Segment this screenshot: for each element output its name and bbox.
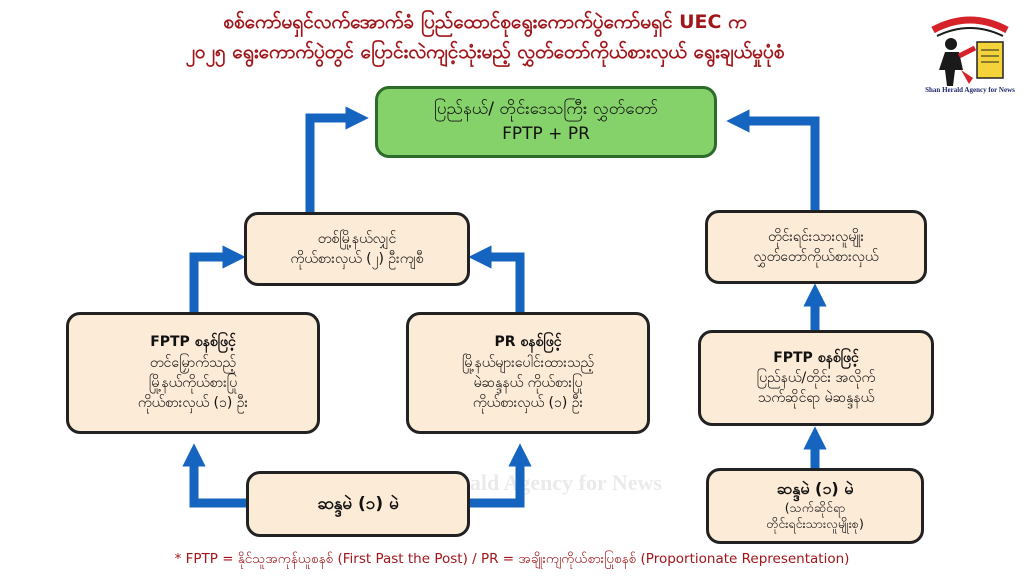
fptp-right-heading: FPTP စနစ်ဖြင့်: [773, 349, 859, 366]
page-title-line-2: ၂၀၂၅ ရွေးကောက်ပွဲတွင် ပြောင်းလဲကျင့်သုံး…: [185, 41, 785, 63]
ethnic-line1: တိုင်းရင်းသားလူမျိုး: [767, 228, 865, 245]
arrow-ethnic-to-top: [726, 109, 820, 210]
pr-line2: မဲဆန္ဒနယ် ကိုယ်စားပြု: [473, 375, 583, 391]
top-box-line1: ပြည်နယ်/ တိုင်းဒေသကြီး လွှတ်တော်: [433, 99, 659, 120]
combined-line1: တစ်မြို့နယ်လျှင်: [317, 230, 397, 247]
fptp-state-constituency-box: FPTP စနစ်ဖြင့် ပြည်နယ်/တိုင်း အလိုက် သက်…: [698, 330, 934, 426]
logo-caption: Shan Herald Agency for News: [925, 86, 1015, 94]
fptp-right-line2: သက်ဆိုင်ရာ မဲဆန္ဒနယ်: [757, 390, 875, 407]
vote-right-sub1: (သက်ဆိုင်ရာ: [784, 500, 846, 516]
ethnic-line2: လွှတ်တော်ကိုယ်စားလှယ်: [753, 249, 879, 265]
one-vote-box-left: ဆန္ဒမဲ (၁) မဲ: [246, 471, 470, 537]
ethnic-rep-box: တိုင်းရင်းသားလူမျိုး လွှတ်တော်ကိုယ်စားလှ…: [705, 210, 927, 284]
pr-line3: ကိုယ်စားလှယ် (၁) ဦး: [472, 395, 584, 412]
vote-left-label: ဆန္ဒမဲ (၁) မဲ: [317, 493, 399, 514]
footnote: * FPTP = နိုင်သူအကုန်ယူစနစ် (First Past …: [174, 551, 850, 567]
pr-heading: PR စနစ်ဖြင့်: [494, 334, 562, 351]
vote-right-label: ဆန္ဒမဲ (၁) မဲ: [776, 479, 854, 499]
arrow-vote-to-fptp-left: [182, 443, 246, 508]
arrow-combined-to-top: [305, 106, 369, 212]
combined-line2: ကိုယ်စားလှယ် (၂) ဦးကျစီ: [290, 251, 424, 267]
fptp-left-line1: တင်မြှောက်သည့်: [149, 354, 237, 371]
arrow-pr-to-combined: [468, 245, 525, 312]
vote-right-sub2: တိုင်းရင်းသားလူမျိုးစု): [766, 516, 864, 532]
fptp-left-heading: FPTP စနစ်ဖြင့်: [150, 334, 236, 351]
arrow-vote-to-pr: [470, 443, 532, 508]
page-title-line-1: စစ်ကော်မရှင်လက်အောက်ခံ ပြည်ထောင်စုရွေးကေ…: [223, 11, 747, 33]
one-vote-box-right: ဆန္ဒမဲ (၁) မဲ (သက်ဆိုင်ရာ တိုင်းရင်းသားလ…: [706, 468, 924, 544]
top-box-line2: FPTP + PR: [502, 124, 590, 144]
fptp-left-line2: မြို့နယ်ကိုယ်စားပြု: [148, 375, 238, 391]
arrow-fptp-left-to-combined: [189, 245, 246, 312]
pr-line1: မြို့နယ်များပေါင်းထားသည့်: [461, 354, 595, 371]
fptp-right-line1: ပြည်နယ်/တိုင်း အလိုက်: [756, 369, 876, 386]
fptp-township-rep-box: FPTP စနစ်ဖြင့် တင်မြှောက်သည့် မြို့နယ်ကိ…: [66, 312, 320, 434]
shan-herald-logo-icon: [931, 16, 1009, 86]
state-region-hluttaw-box: ပြည်နယ်/ တိုင်းဒေသကြီး လွှတ်တော် FPTP + …: [375, 86, 717, 158]
fptp-left-line3: ကိုယ်စားလှယ် (၁) ဦး: [137, 395, 249, 412]
pr-constituency-rep-box: PR စနစ်ဖြင့် မြို့နယ်များပေါင်းထားသည့် မ…: [406, 312, 650, 434]
two-reps-per-township-box: တစ်မြို့နယ်လျှင် ကိုယ်စားလှယ် (၂) ဦးကျစီ: [244, 212, 470, 286]
